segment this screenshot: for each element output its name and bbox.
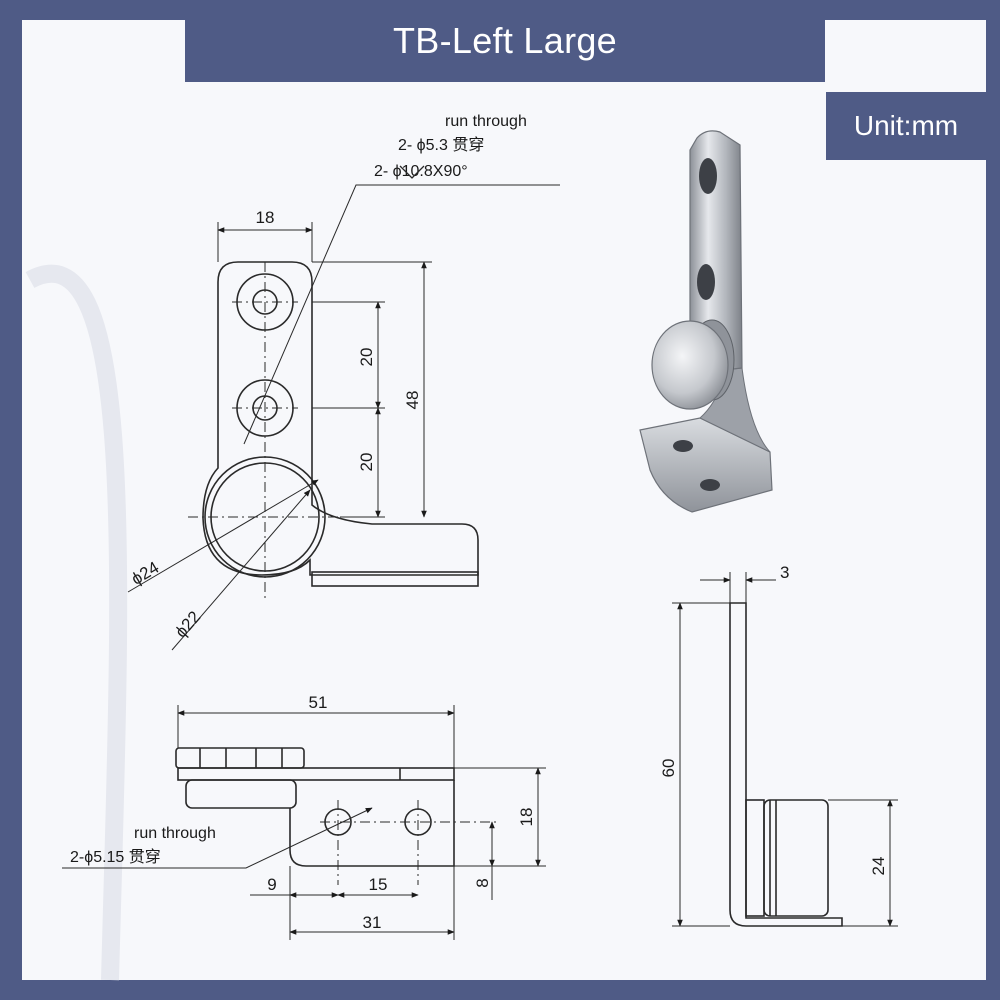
side-knob-neck bbox=[745, 799, 765, 917]
front-plate-outline bbox=[202, 261, 479, 576]
bottom-view bbox=[175, 747, 455, 867]
countersink-symbol-icon bbox=[399, 165, 425, 179]
bottom-note-run-through: run through bbox=[134, 825, 216, 842]
dim-diameter-24: ϕ24 bbox=[128, 558, 162, 589]
front-base-strip bbox=[311, 571, 479, 587]
drawing-sheet bbox=[22, 20, 986, 980]
bottom-knob-top bbox=[175, 747, 305, 769]
bottom-leaf-edge bbox=[177, 767, 455, 781]
dim-offset-9: 9 bbox=[267, 875, 276, 894]
background-swoosh bbox=[25, 264, 128, 981]
dim-length-51: 51 bbox=[309, 693, 328, 712]
dim-height-24: 24 bbox=[869, 857, 888, 876]
bottom-knob-body bbox=[185, 779, 297, 809]
dim-height-60: 60 bbox=[659, 759, 678, 778]
bottom-center-lines bbox=[320, 800, 500, 885]
side-dimension-lines bbox=[672, 572, 898, 927]
dim-pitch-upper-20: 20 bbox=[357, 348, 376, 367]
front-note-run-through: run through bbox=[445, 113, 527, 130]
dim-thickness-3: 3 bbox=[780, 563, 789, 582]
dim-base-31: 31 bbox=[363, 913, 382, 932]
page-title: TB-Left Large bbox=[185, 0, 825, 82]
front-note-countersink: 2- ϕ10.8X90° bbox=[374, 163, 468, 180]
front-view bbox=[202, 261, 479, 587]
dim-hole-height-8: 8 bbox=[473, 878, 492, 887]
unit-label: Unit:mm bbox=[826, 92, 986, 160]
dim-pitch-15: 15 bbox=[369, 875, 388, 894]
front-note-holes: 2- ϕ5.3 贯穿 bbox=[398, 136, 484, 154]
bottom-base-plate bbox=[289, 780, 455, 867]
side-view bbox=[729, 602, 843, 927]
dim-diameter-22: ϕ22 bbox=[171, 607, 204, 641]
side-leaf-outline bbox=[729, 602, 843, 927]
product-illustration bbox=[639, 130, 773, 513]
dim-pitch-lower-20: 20 bbox=[357, 453, 376, 472]
front-center-lines bbox=[188, 262, 340, 600]
dim-height-18: 18 bbox=[517, 808, 536, 827]
bottom-dimension-lines bbox=[62, 705, 546, 940]
dim-width-18: 18 bbox=[256, 208, 275, 227]
dim-height-48: 48 bbox=[403, 391, 422, 410]
front-dimension-lines bbox=[127, 184, 560, 651]
bottom-note-holes: 2-ϕ5.15 贯穿 bbox=[70, 848, 161, 866]
side-knob-body bbox=[763, 799, 829, 917]
